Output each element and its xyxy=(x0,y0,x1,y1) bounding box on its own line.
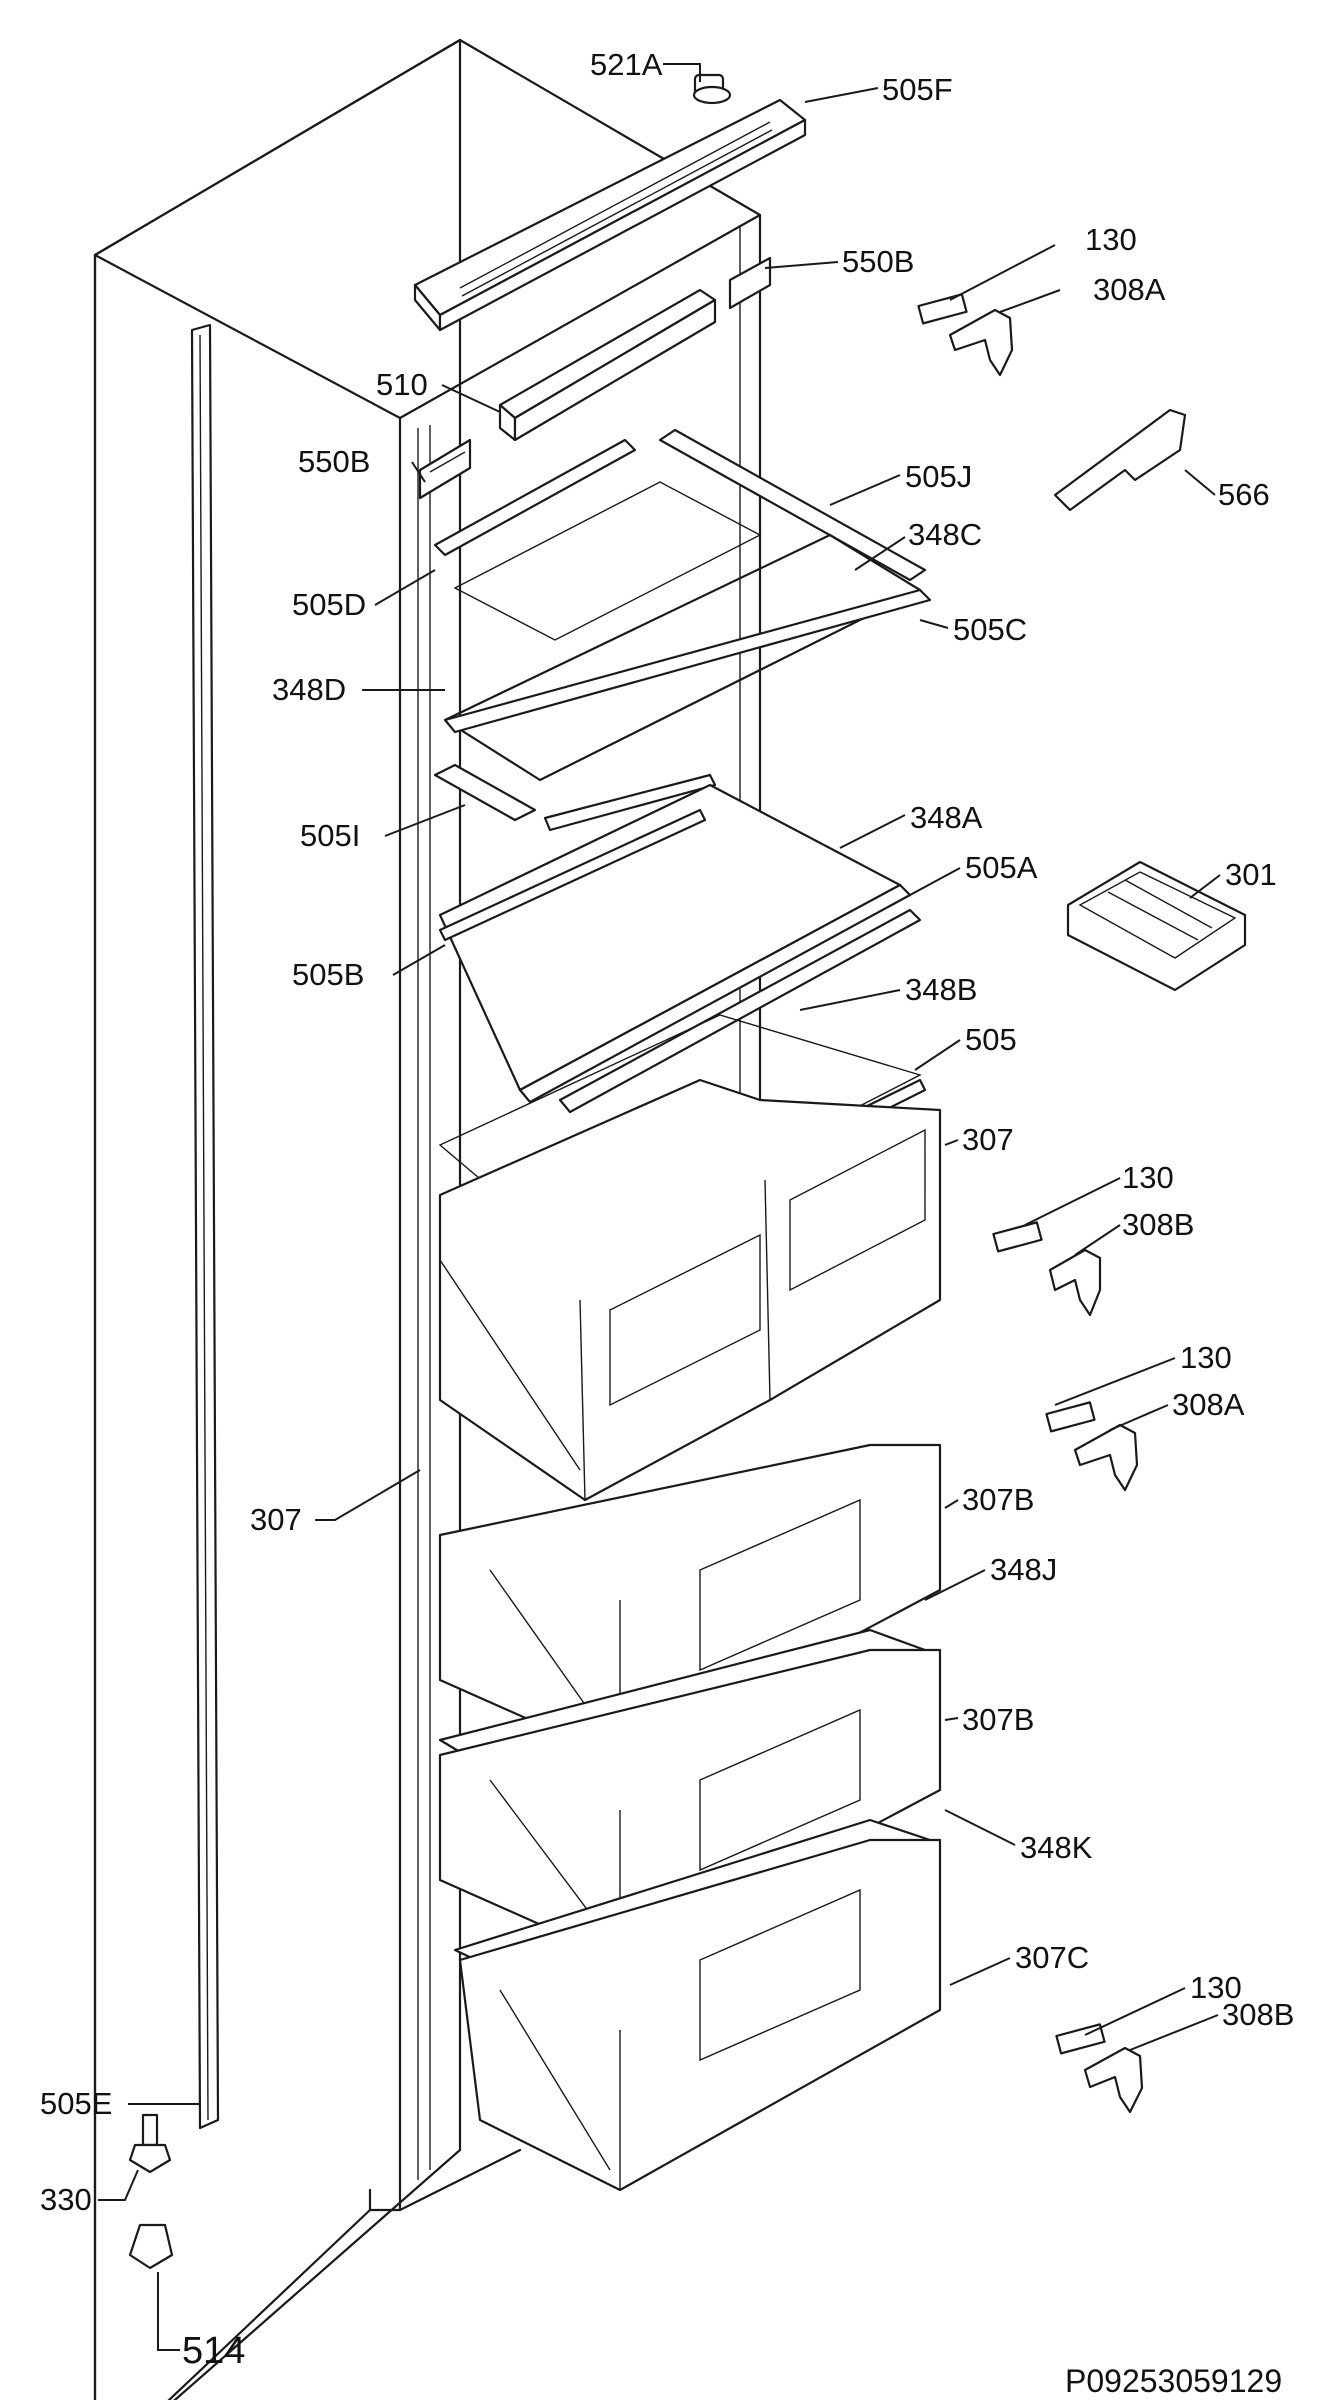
label-510: 510 xyxy=(376,367,428,402)
label-521a: 521A xyxy=(590,47,663,82)
hinge-set-bottom xyxy=(1055,2023,1144,2114)
upper-glass-shelf xyxy=(433,428,932,782)
label-550b-right: 550B xyxy=(842,244,914,279)
door-seal-strip xyxy=(190,323,220,2130)
freezer-drawer-lower xyxy=(438,1648,942,1962)
label-505c: 505C xyxy=(953,612,1027,647)
label-307-right: 307 xyxy=(962,1122,1014,1157)
label-505i: 505I xyxy=(300,818,360,853)
label-505d: 505D xyxy=(292,587,366,622)
scraper-tool xyxy=(1053,408,1187,512)
adjustable-foot xyxy=(128,2113,172,2174)
label-348d: 348D xyxy=(272,672,346,707)
label-505f: 505F xyxy=(882,72,953,107)
label-505a: 505A xyxy=(965,850,1038,885)
light-cover-right xyxy=(728,256,772,310)
lower-shelf-and-drawer xyxy=(438,1014,942,1502)
label-348c: 348C xyxy=(908,517,982,552)
hinge-set-top xyxy=(917,293,1014,377)
label-514: 514 xyxy=(182,2330,245,2372)
label-307b-lower: 307B xyxy=(962,1702,1034,1737)
label-307-left: 307 xyxy=(250,1502,302,1537)
freezer-drawer-bottom xyxy=(458,1838,942,2192)
middle-glass-shelf xyxy=(438,783,922,1114)
leader-lines xyxy=(98,63,1221,2351)
label-130-c: 130 xyxy=(1180,1340,1232,1375)
label-308b-d: 308B xyxy=(1222,1997,1294,2032)
label-505b: 505B xyxy=(292,957,364,992)
foot-plug xyxy=(128,2223,174,2270)
label-550b-left: 550B xyxy=(298,444,370,479)
label-130-b: 130 xyxy=(1122,1160,1174,1195)
label-348a: 348A xyxy=(910,800,983,835)
label-348b: 348B xyxy=(905,972,977,1007)
drawing-code: P09253059129 xyxy=(1065,2363,1282,2399)
label-308a-c: 308A xyxy=(1172,1387,1245,1422)
lamp-cover xyxy=(498,288,717,442)
label-301: 301 xyxy=(1225,857,1277,892)
clip-part xyxy=(692,73,732,105)
hinge-set-lower xyxy=(1045,1401,1139,1492)
label-505j: 505J xyxy=(905,459,972,494)
label-348k: 348K xyxy=(1020,1830,1093,1865)
cabinet-body xyxy=(93,38,762,2400)
hinge-set-middle xyxy=(992,1221,1102,1317)
top-rail xyxy=(413,98,807,332)
label-307c: 307C xyxy=(1015,1940,1089,1975)
label-566: 566 xyxy=(1218,477,1270,512)
label-130-d: 130 xyxy=(1190,1970,1242,2005)
label-308b-b: 308B xyxy=(1122,1207,1194,1242)
label-130-a: 130 xyxy=(1085,222,1137,257)
part-labels: 521A 505F 550B 130 308A 510 550B 566 505… xyxy=(40,47,1294,2372)
label-348j: 348J xyxy=(990,1552,1057,1587)
shelf-clip xyxy=(433,763,717,832)
label-505: 505 xyxy=(965,1022,1017,1057)
light-cover-left xyxy=(418,438,472,500)
freezer-drawer-upper xyxy=(438,1443,942,1762)
label-308a-a: 308A xyxy=(1093,272,1166,307)
label-505e: 505E xyxy=(40,2086,112,2121)
label-330: 330 xyxy=(40,2182,92,2217)
ice-cube-tray xyxy=(1066,860,1247,992)
label-307b-upper: 307B xyxy=(962,1482,1034,1517)
